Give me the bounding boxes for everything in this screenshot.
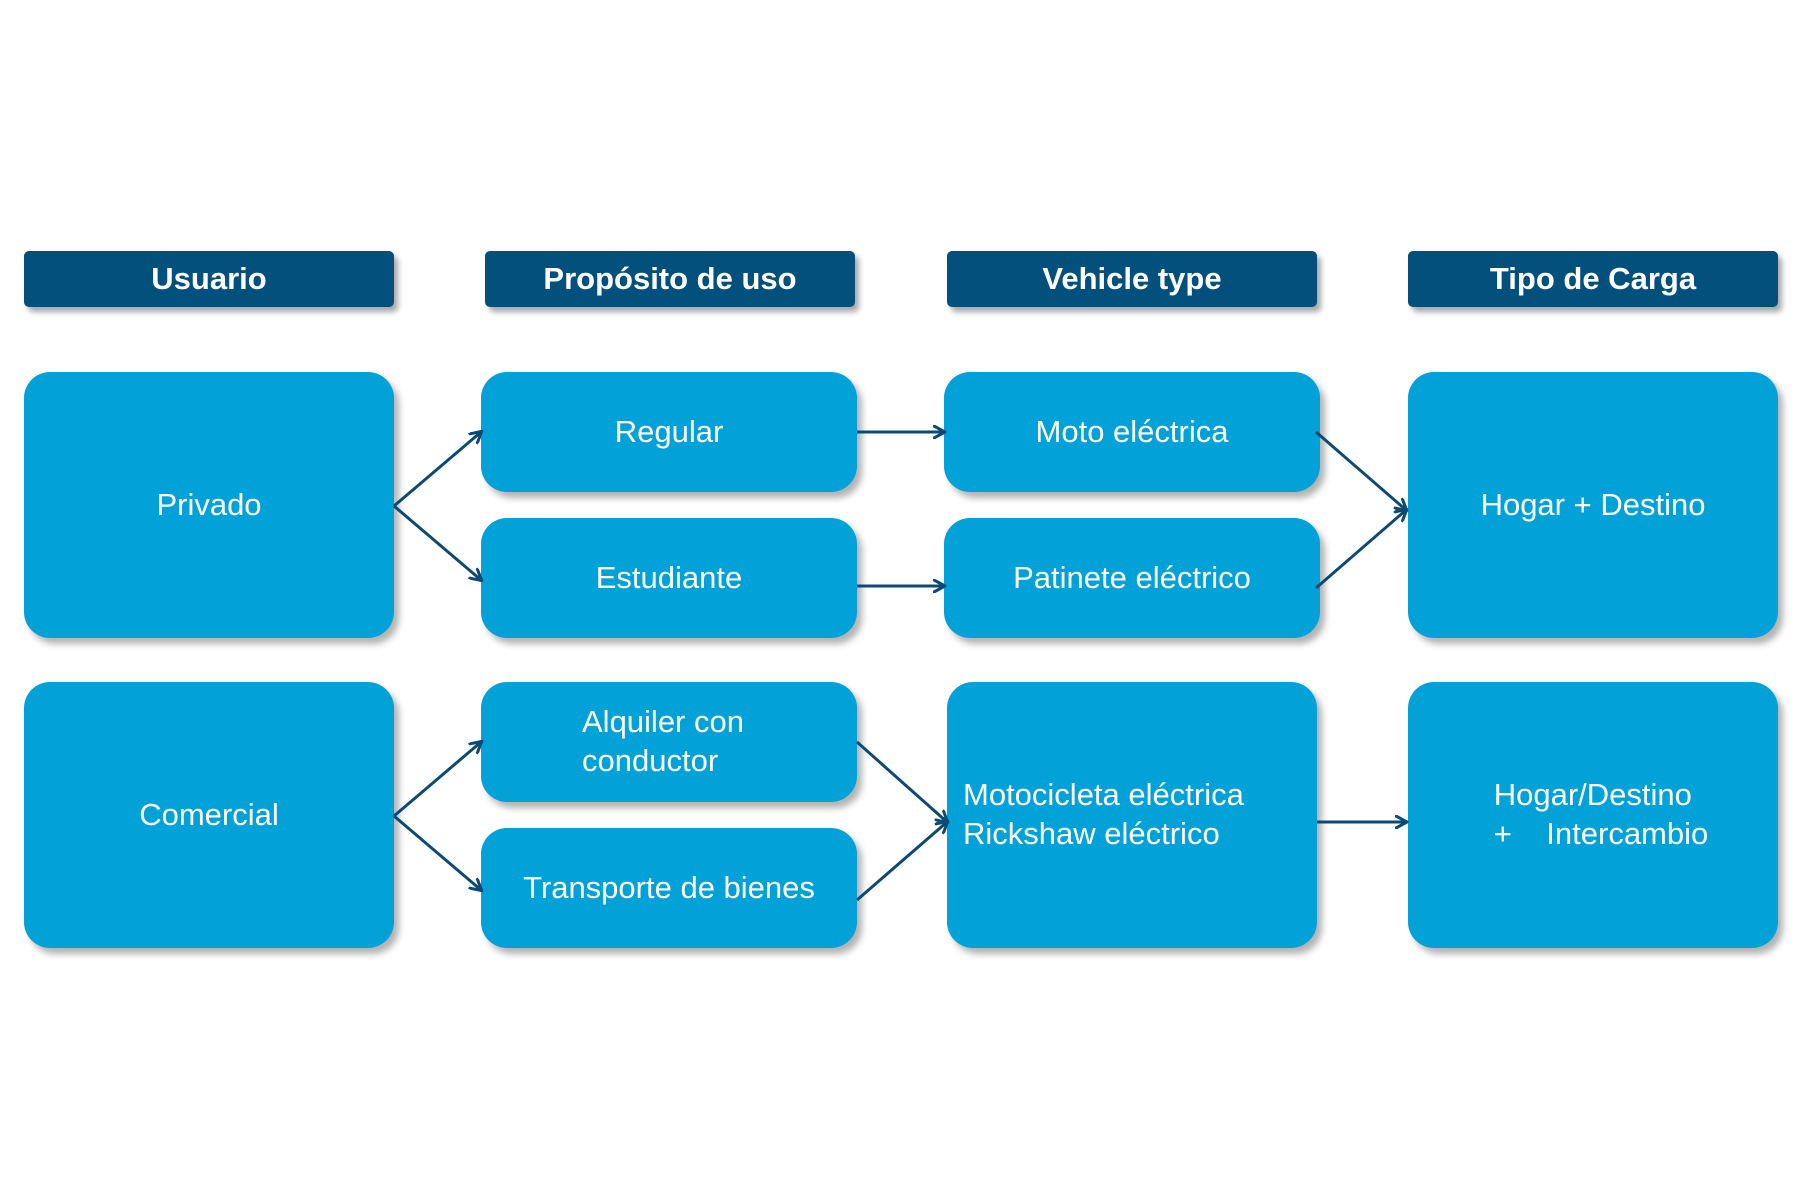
header-usuario: Usuario	[24, 251, 394, 307]
header-proposito: Propósito de uso	[485, 251, 855, 307]
arrow-comercial-alquiler	[393, 742, 481, 818]
node-motocicleta-line1: Motocicleta eléctrica	[963, 777, 1244, 813]
header-tipo-carga-label: Tipo de Carga	[1489, 261, 1697, 296]
node-alquiler-text: Alquiler con conductor	[582, 703, 744, 781]
node-alquiler-con-conductor: Alquiler con conductor	[481, 682, 857, 802]
node-alquiler-line2: conductor	[582, 743, 719, 778]
node-motocicleta-rickshaw: Motocicleta eléctrica Rickshaw eléctrico	[947, 682, 1317, 948]
node-moto-electrica: Moto eléctrica	[944, 372, 1320, 492]
header-vehicle-type: Vehicle type	[947, 251, 1317, 307]
arrow-patinete-hogar	[1315, 510, 1406, 590]
arrow-transporte-motocicleta	[856, 822, 947, 902]
node-hogar-intercambio-line1: Hogar/Destino	[1493, 777, 1692, 813]
node-transporte-de-bienes: Transporte de bienes	[481, 828, 857, 948]
node-regular-label: Regular	[614, 413, 724, 449]
node-hogar-destino: Hogar + Destino	[1408, 372, 1778, 638]
node-hogar-destino-label: Hogar + Destino	[1480, 486, 1706, 522]
node-transporte-label: Transporte de bienes	[523, 869, 815, 905]
arrow-alquiler-motocicleta	[856, 740, 947, 822]
node-estudiante-label: Estudiante	[595, 559, 743, 595]
arrow-comercial-transporte	[393, 814, 481, 890]
header-vehicle-type-label: Vehicle type	[1042, 261, 1222, 296]
arrow-moto-hogar	[1315, 430, 1406, 510]
node-patinete-label: Patinete eléctrico	[1013, 559, 1251, 595]
arrow-privado-regular	[393, 432, 481, 508]
node-alquiler-line1: Alquiler con	[582, 704, 744, 740]
node-hogar-intercambio-text: Hogar/Destino + Intercambio	[1494, 776, 1709, 854]
node-hogar-intercambio-line2: + Intercambio	[1493, 816, 1709, 851]
node-moto-label: Moto eléctrica	[1035, 413, 1229, 449]
node-patinete-electrico: Patinete eléctrico	[944, 518, 1320, 638]
node-comercial-label: Comercial	[139, 796, 279, 832]
node-hogar-intercambio: Hogar/Destino + Intercambio	[1408, 682, 1778, 948]
arrow-privado-estudiante	[393, 504, 481, 580]
node-privado: Privado	[24, 372, 394, 638]
node-motocicleta-line2: Rickshaw eléctrico	[963, 816, 1220, 851]
node-regular: Regular	[481, 372, 857, 492]
header-proposito-label: Propósito de uso	[543, 261, 797, 296]
header-usuario-label: Usuario	[151, 261, 267, 296]
node-privado-label: Privado	[156, 486, 262, 522]
node-motocicleta-text: Motocicleta eléctrica Rickshaw eléctrico	[963, 776, 1244, 854]
header-tipo-carga: Tipo de Carga	[1408, 251, 1778, 307]
node-comercial: Comercial	[24, 682, 394, 948]
node-estudiante: Estudiante	[481, 518, 857, 638]
